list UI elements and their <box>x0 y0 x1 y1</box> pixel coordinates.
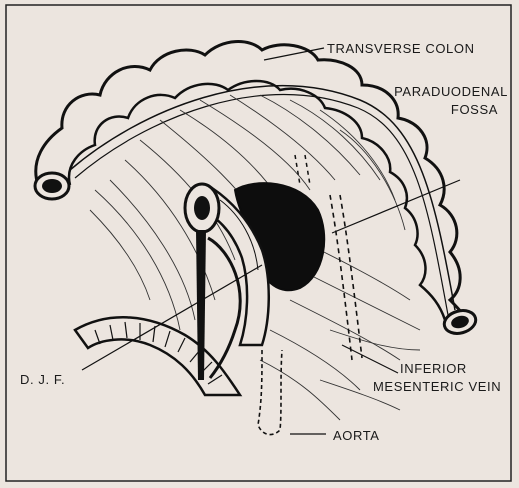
label-inferior: INFERIOR <box>400 361 467 377</box>
label-aorta: AORTA <box>333 428 380 444</box>
label-paraduodenal: PARADUODENAL <box>368 84 508 100</box>
aorta <box>258 350 282 435</box>
label-fossa: FOSSA <box>368 102 498 118</box>
label-transverse-colon: TRANSVERSE COLON <box>327 41 475 57</box>
label-djf: D. J. F. <box>20 372 65 388</box>
label-mesenteric-vein: MESENTERIC VEIN <box>373 379 501 395</box>
inferior-mesenteric-vein <box>330 195 352 360</box>
jejunum-loop <box>75 317 240 395</box>
